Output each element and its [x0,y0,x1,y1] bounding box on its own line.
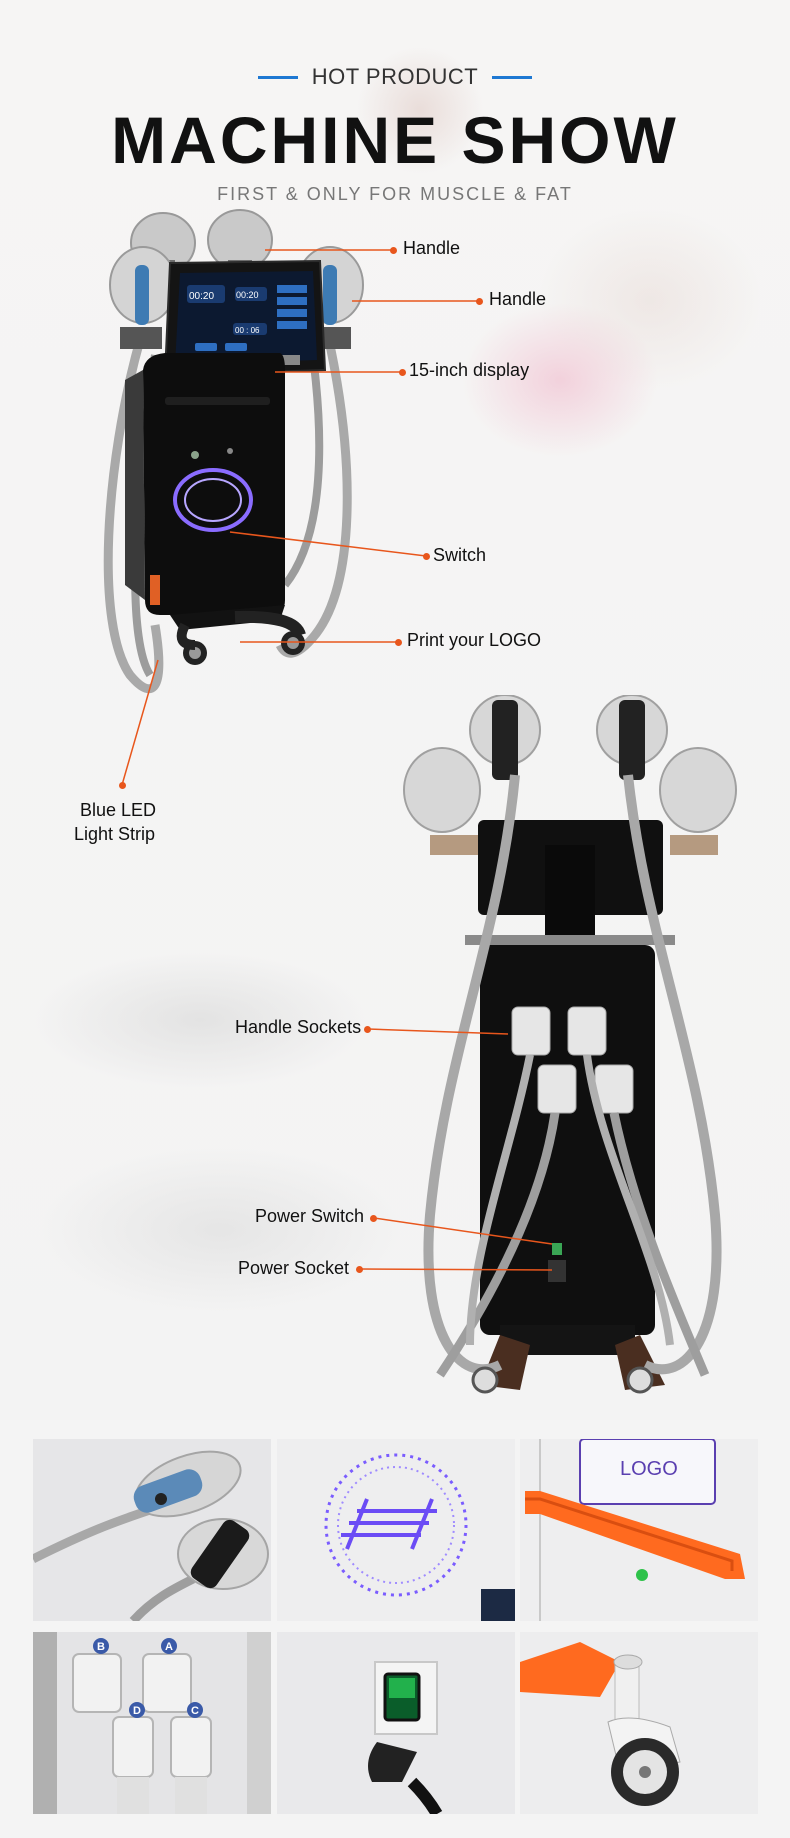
callout-dot-power-switch [370,1215,377,1222]
callout-dot-logo [395,639,402,646]
thumb-logo-label: LOGO [620,1458,678,1480]
callout-handle-sockets: Handle Sockets [235,1017,362,1037]
thumb-handles [33,1439,271,1621]
callout-power-switch: Power Switch [255,1206,365,1226]
screen-timer-right: 00:20 [236,290,259,300]
socket-label-d: D [133,1705,141,1717]
thumb-sockets: B A D C [33,1632,271,1814]
eyebrow-line-left [257,75,298,79]
machine-back-image [403,695,737,1394]
socket-label-b: B [97,1641,105,1653]
callout-power-socket: Power Socket [238,1258,350,1278]
thumb-wheel [520,1632,758,1814]
eyebrow: HOT PRODUCT [0,64,790,90]
callout-logo: Print your LOGO [407,630,542,650]
callout-dot-power-socket [356,1266,363,1273]
callout-handle-1: Handle [403,238,461,258]
callout-dot-switch [423,553,430,560]
callout-dot-handle-sockets [364,1026,371,1033]
callout-display: 15-inch display [409,360,530,380]
callout-dot-handle-2 [476,298,483,305]
socket-label-a: A [165,1641,173,1653]
thumb-logo-handle: LOGO [520,1439,758,1621]
thumb-power-switch [277,1632,515,1814]
page-title: MACHINE SHOW [111,103,679,177]
socket-label-c: C [191,1705,199,1717]
callout-dot-led [119,782,126,789]
eyebrow-text: HOT PRODUCT [311,64,479,89]
thumb-led-logo: H [277,1439,515,1621]
page-subtitle: FIRST & ONLY FOR MUSCLE & FAT [217,184,573,204]
callout-dot-handle-1 [390,247,397,254]
callout-handle-2: Handle [489,289,547,309]
screen-timer-bottom: 00 : 06 [235,326,260,335]
callout-dot-display [399,369,406,376]
callout-switch: Switch [433,545,487,565]
screen-timer-left: 00:20 [189,291,214,302]
eyebrow-line-right [492,75,533,79]
machine-front-image: 00:20 00:20 00 : 06 [103,209,364,694]
callout-led-line1: Blue LED [80,800,157,820]
thumb-center-logo-letter: H [277,1439,278,1440]
callout-led-line2: Light Strip [74,824,156,844]
